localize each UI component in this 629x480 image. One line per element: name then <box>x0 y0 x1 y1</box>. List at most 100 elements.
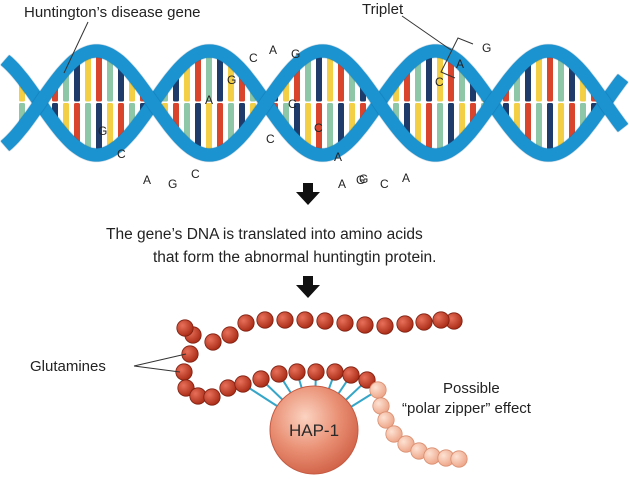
base-letter: C <box>288 97 297 111</box>
base-pair-rung <box>96 55 102 102</box>
base-pair-rung <box>437 55 443 102</box>
base-pair-rung <box>514 103 520 131</box>
glutamine-bead <box>270 365 288 383</box>
base-pair-rung <box>206 55 212 102</box>
glutamine-bead <box>177 379 195 397</box>
base-letter: G <box>227 73 236 87</box>
hap1-protein <box>269 385 359 475</box>
caption-line-1: The gene’s DNA is translated into amino … <box>106 226 423 243</box>
base-pair-rung <box>228 103 234 141</box>
base-pair-rung <box>338 61 344 102</box>
base-pair-rung <box>195 57 201 102</box>
glutamine-bead <box>252 370 270 388</box>
base-letter: G <box>98 124 107 138</box>
down-arrow-icon <box>296 183 320 205</box>
base-pair-rung <box>294 103 300 137</box>
glutamine-bead <box>336 314 354 332</box>
base-pair-rung <box>404 103 410 135</box>
glutamine-bead <box>377 411 395 429</box>
base-letter: G <box>482 41 491 55</box>
base-pair-rung <box>85 103 91 149</box>
base-letter: C <box>191 167 200 181</box>
base-pair-rung <box>327 103 333 149</box>
glutamine-bead <box>288 363 306 381</box>
base-pair-rung <box>107 103 113 146</box>
base-letter: A <box>334 150 342 164</box>
glutamine-bead <box>221 326 239 344</box>
base-letter: G <box>356 173 365 187</box>
base-pair-rung <box>547 55 553 102</box>
glutamine-bead <box>432 311 450 329</box>
gene-pointer-line <box>63 21 89 74</box>
base-letter: C <box>435 75 444 89</box>
base-letter: A <box>269 43 277 57</box>
glutamine-chain <box>175 311 468 468</box>
glutamine-bead <box>358 371 376 389</box>
base-letter: A <box>338 177 346 191</box>
glutamine-bead <box>237 314 255 332</box>
base-pair-rung <box>85 56 91 102</box>
base-pair-rung <box>525 63 531 102</box>
glutamine-bead <box>369 381 387 399</box>
base-pair-rung <box>569 103 575 139</box>
glutamine-bead <box>276 311 294 329</box>
base-pair-rung <box>459 103 465 137</box>
base-letter: G <box>291 47 300 61</box>
base-pair-rung <box>96 103 102 150</box>
hap1-label: HAP-1 <box>289 421 339 440</box>
base-pair-rung <box>74 62 80 102</box>
base-pair-rung <box>448 59 454 102</box>
base-pair-rung <box>426 103 432 149</box>
base-pair-rung <box>426 55 432 102</box>
triplet-pointer-line <box>401 15 452 51</box>
base-pair-rung <box>228 64 234 102</box>
glutamine-bead <box>326 363 344 381</box>
base-pair-rung <box>206 103 212 150</box>
base-letter: G <box>359 172 368 186</box>
glutamine-bead <box>307 363 325 381</box>
base-letter: C <box>249 51 258 65</box>
glutamines-pointer-line <box>133 353 187 367</box>
glutamine-bead <box>203 388 221 406</box>
base-letters: C A G A G C A G G C A G C C C A G C A C … <box>98 41 491 191</box>
glutamine-bead <box>415 313 433 331</box>
base-pair-rung <box>525 103 531 142</box>
glutamine-bead <box>356 316 374 334</box>
base-pair-rung <box>217 103 223 148</box>
base-pair-rung <box>294 67 300 102</box>
glutamine-bead <box>385 425 403 443</box>
base-letter: A <box>143 173 151 187</box>
base-letter: A <box>402 171 410 185</box>
base-pair-rung <box>327 56 333 102</box>
base-pair-rung <box>107 58 113 102</box>
base-pair-rung <box>305 59 311 102</box>
base-letter: C <box>117 147 126 161</box>
base-letter: C <box>266 132 275 146</box>
dna-backbone-strand <box>0 44 629 162</box>
gene-label: Huntington’s disease gene <box>24 4 201 21</box>
glutamine-bead <box>204 333 222 351</box>
base-pair-rung <box>118 66 124 102</box>
glutamine-bead <box>256 311 274 329</box>
glutamine-bead <box>181 345 199 363</box>
huntingtin-protein: HAP-1 <box>175 311 468 475</box>
base-pair-rung <box>558 103 564 147</box>
dna-helix <box>0 44 629 162</box>
base-letter: A <box>205 93 213 107</box>
glutamines-label: Glutamines <box>30 358 106 375</box>
base-pair-rung <box>195 103 201 147</box>
glutamines-pointer-line <box>133 365 181 373</box>
base-pair-rung <box>184 64 190 102</box>
base-pair-rung <box>459 68 465 102</box>
glutamine-bead <box>234 375 252 393</box>
base-pair-rung <box>349 103 355 133</box>
base-pair-rung <box>74 103 80 143</box>
base-pair-rung <box>448 103 454 145</box>
glutamine-bead <box>176 319 194 337</box>
base-pair-rung <box>118 103 124 138</box>
base-pair-rung <box>547 103 553 150</box>
polar-zipper-label: “polar zipper” effect <box>402 400 532 417</box>
glutamine-bead <box>316 312 334 330</box>
glutamine-bead <box>219 379 237 397</box>
